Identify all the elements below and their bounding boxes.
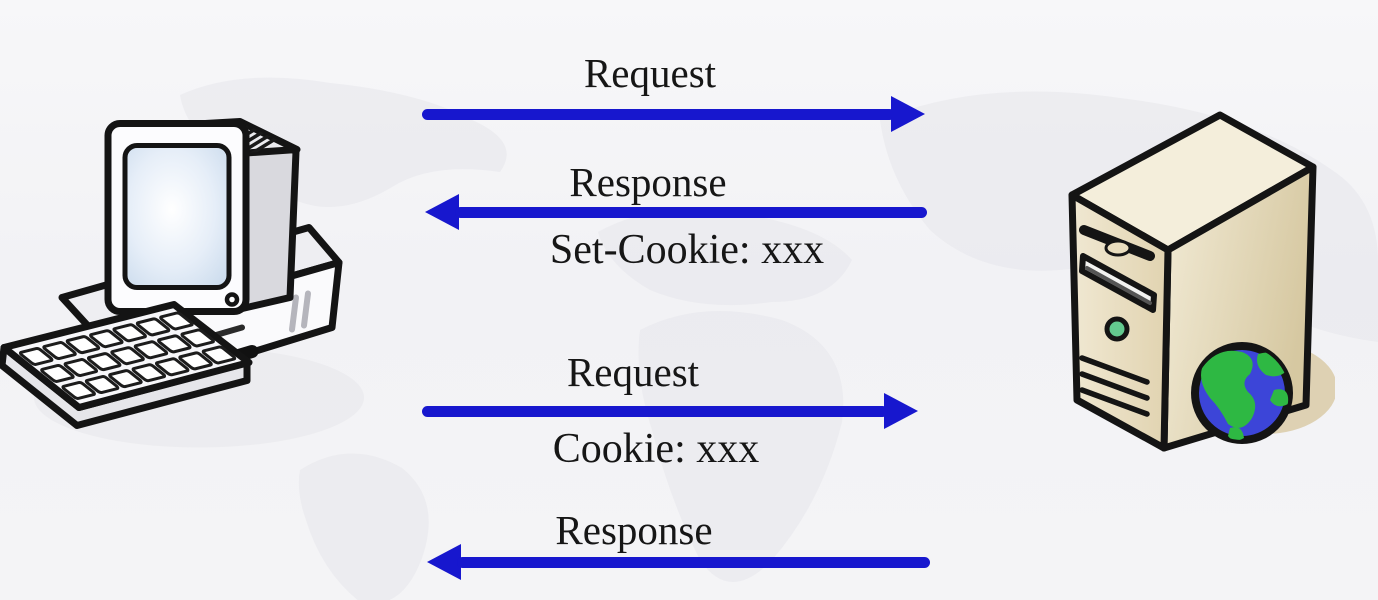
- monitor-power-button: [224, 292, 240, 307]
- arrow-head: [425, 194, 459, 230]
- monitor-screen: [122, 143, 232, 290]
- map-europe: [598, 208, 852, 306]
- crt-monitor: [104, 118, 301, 315]
- server-stripe-notch: [1104, 239, 1132, 257]
- globe-icon: [1191, 342, 1293, 444]
- arrow-head: [884, 393, 918, 429]
- server-power-led: [1104, 316, 1130, 342]
- message-2-detail: Set-Cookie: xxx: [549, 227, 825, 273]
- arrow-shaft: [422, 108, 895, 120]
- map-south-america: [298, 453, 429, 600]
- message-4-label: Response: [555, 507, 713, 553]
- map-africa: [638, 311, 844, 582]
- arrow-shaft: [422, 405, 888, 417]
- message-3-detail: Cookie: xxx: [552, 426, 760, 472]
- arrow-head: [891, 96, 925, 132]
- message-1-label: Request: [583, 50, 717, 96]
- server-vents: [1079, 355, 1150, 417]
- arrow-head: [427, 544, 461, 580]
- client-computer-icon: [0, 95, 364, 460]
- response-arrow-left-icon: [427, 544, 930, 580]
- arrow-shaft: [457, 556, 930, 568]
- server-icon: [1050, 98, 1337, 483]
- message-3-label: Request: [566, 349, 700, 395]
- request-arrow-right-icon: [422, 96, 925, 132]
- response-arrow-left-icon: [425, 194, 927, 230]
- keyboard: [0, 301, 253, 429]
- arrow-shaft: [455, 206, 927, 218]
- message-2-label: Response: [569, 159, 727, 205]
- request-arrow-right-icon: [422, 393, 918, 429]
